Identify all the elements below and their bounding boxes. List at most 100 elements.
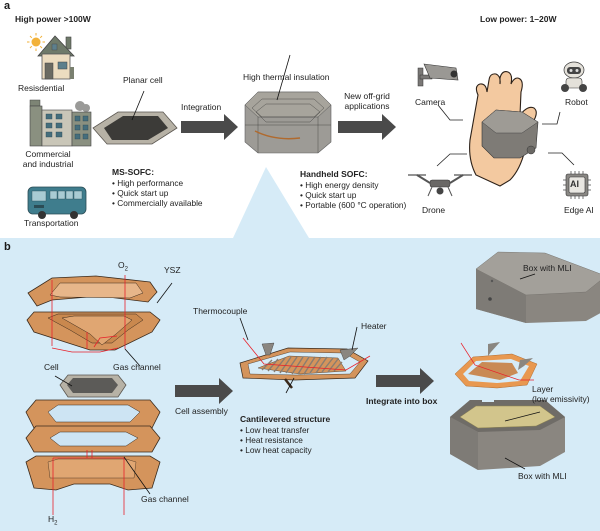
heater-leader-line <box>351 326 358 351</box>
camera-label: Camera <box>415 97 446 107</box>
thermocouple-clamp-icon <box>261 342 275 356</box>
handheld-sofc-item: High energy density <box>300 180 406 190</box>
gas-channel-bottom-label: Gas channel <box>141 494 189 504</box>
gas-channel-top-leader-line <box>124 348 141 367</box>
thermocouple-wire <box>242 337 371 371</box>
factory-icon <box>29 99 92 147</box>
edge-ai-connector-line <box>548 152 575 166</box>
handheld-sofc-item: Quick start up <box>300 190 406 200</box>
commercial-label-line2: and industrial <box>22 158 74 169</box>
zoom-callout-triangle <box>233 167 309 238</box>
planar-cell-label: Planar cell <box>123 75 163 85</box>
thermal-leader-line <box>276 54 291 101</box>
box-top-leader-line <box>519 273 536 280</box>
house-icon <box>27 33 75 80</box>
commercial-label-line1: Commercial <box>25 149 71 159</box>
ms-sofc-item: Quick start up <box>112 188 203 198</box>
h2-gas-flow-lines <box>52 450 125 515</box>
layer-line1: Layer <box>532 384 554 394</box>
ai-chip-icon <box>563 171 591 199</box>
robot-icon <box>561 61 587 92</box>
integration-arrow <box>181 114 238 140</box>
gas-channel-bottom-leader-line <box>123 456 151 495</box>
thermal-insulation-label: High thermal insulation <box>243 72 330 82</box>
ms-sofc-item: Commercially available <box>112 198 202 208</box>
cantilever-item: Low heat transfer <box>240 425 330 435</box>
ms-sofc-title: MS-SOFC: <box>112 167 155 177</box>
transportation-label: Transportation <box>24 218 79 228</box>
handheld-sofc-item: Portable (600 °C operation) <box>300 200 406 210</box>
cell-assembly-arrow <box>175 378 233 404</box>
heater-label: Heater <box>361 321 387 331</box>
cell-leader-line <box>54 375 73 387</box>
integrate-into-box-label: Integrate into box <box>366 396 438 406</box>
cell-icon <box>59 374 127 398</box>
planar-cell-leader-line <box>131 90 145 121</box>
box-bottom-label: Box with MLI <box>518 471 567 481</box>
layer-leader-line <box>504 411 541 422</box>
new-off-grid-label: New off-grid applications <box>336 91 398 112</box>
planar-cell-icon <box>92 90 178 145</box>
o2-symbol: O <box>118 260 125 270</box>
h2-subscript: 2 <box>54 520 58 527</box>
sun-icon <box>27 33 45 51</box>
bus-icon <box>27 186 87 219</box>
box-bottom-leader-line <box>504 457 526 470</box>
handheld-sofc-title: Handheld SOFC: <box>300 169 368 179</box>
security-camera-icon <box>417 63 459 87</box>
o2-subscript: 2 <box>124 266 128 273</box>
ysz-leader-line <box>156 282 173 304</box>
handheld-sofc-block: Handheld SOFC: High energy density Quick… <box>300 169 406 211</box>
low-emissivity-layer <box>459 405 556 429</box>
layer-line2: (low emissivity) <box>532 393 590 404</box>
box-base-icon <box>450 396 565 470</box>
cantilever-item: Low heat capacity <box>240 445 330 455</box>
cantilever-block: Cantilevered structure Low heat transfer… <box>240 414 331 456</box>
cantilever-leader-line <box>285 377 295 394</box>
ms-sofc-list: High performance Quick start up Commerci… <box>112 178 203 209</box>
camera-connector-line <box>437 104 463 121</box>
box-top-label: Box with MLI <box>523 263 572 273</box>
upper-ysz-stack-icon <box>26 275 161 351</box>
o2-gas-flow-lines <box>51 275 126 353</box>
ms-sofc-block: MS-SOFC: High performance Quick start up… <box>112 167 203 209</box>
exploded-cell-frame-icon <box>454 342 538 389</box>
integrate-into-box-arrow <box>376 368 434 394</box>
new-apps-line2: applications <box>344 100 390 111</box>
thermocouple-leader-line <box>239 317 249 341</box>
cell-assembly-label: Cell assembly <box>175 406 228 416</box>
ysz-label: YSZ <box>164 265 181 275</box>
panel-a-letter: a <box>4 0 11 12</box>
robot-connector-line <box>542 111 561 125</box>
lower-ysz-stack-icon <box>25 399 161 491</box>
ai-chip-text: AI <box>570 179 579 189</box>
gas-channel-top-label: Gas channel <box>113 362 161 372</box>
edge-ai-label: Edge AI <box>564 205 594 215</box>
handheld-sofc-list: High energy density Quick start up Porta… <box>300 180 406 211</box>
cantilever-title: Cantilevered structure <box>240 414 331 424</box>
cantilever-list: Low heat transfer Heat resistance Low he… <box>240 425 330 456</box>
thermocouple-label: Thermocouple <box>193 306 248 316</box>
integration-label: Integration <box>181 102 222 112</box>
handheld-sofc-device-icon <box>244 54 332 154</box>
new-apps-line1: New off-grid <box>344 91 390 101</box>
high-power-title: High power >100W <box>15 14 91 24</box>
robot-label: Robot <box>565 97 588 107</box>
commercial-industrial-label: Commercial and industrial <box>18 149 78 170</box>
h2-label: H2 <box>48 514 58 528</box>
ms-sofc-item: High performance <box>112 178 203 188</box>
cell-label: Cell <box>44 362 59 372</box>
applications-arrow <box>338 114 396 140</box>
drone-connector-line <box>436 153 467 167</box>
hand-with-device-icon <box>469 71 539 187</box>
h2-symbol: H <box>48 514 55 524</box>
layer-label: Layer (low emissivity) <box>532 384 590 405</box>
low-power-title: Low power: 1–20W <box>480 14 557 24</box>
box-lid-icon <box>475 251 600 323</box>
o2-label: O2 <box>118 260 128 274</box>
drone-label: Drone <box>422 205 446 215</box>
cantilever-item: Heat resistance <box>240 435 330 445</box>
drone-icon <box>408 174 472 197</box>
panel-b-letter: b <box>4 241 11 253</box>
cantilevered-structure-icon <box>239 337 371 389</box>
